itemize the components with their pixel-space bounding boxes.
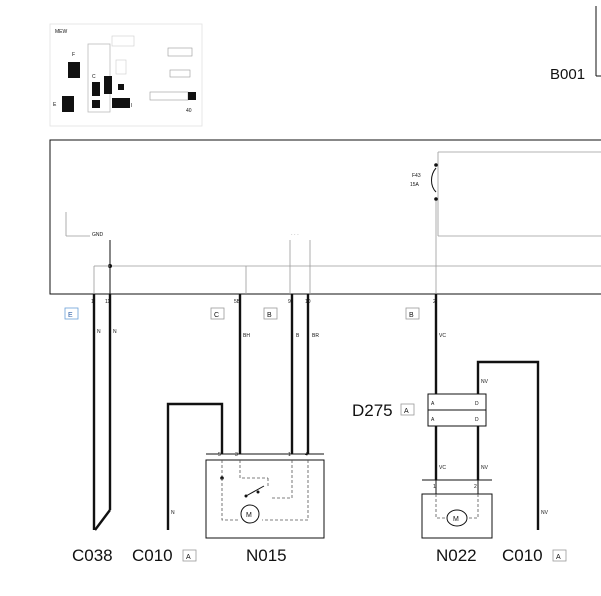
n015-pin-1: 1 <box>288 452 291 458</box>
label-c038: C038 <box>72 546 113 565</box>
svg-text:· · ·: · · · <box>291 232 299 238</box>
pin-1: 1 <box>91 299 94 305</box>
control-unit: GND · · · F43 15A <box>49 139 601 295</box>
locator-letter-c: C <box>92 74 96 80</box>
wire-color-vc-bottom: VC <box>439 465 446 471</box>
locator-letter-a: A <box>93 104 97 110</box>
locator-block-f <box>68 62 80 78</box>
d275-pin-d-top: D <box>475 401 479 407</box>
label-n015: N015 <box>246 546 287 565</box>
tag-e: E <box>68 312 73 319</box>
tag-c: C <box>214 312 219 319</box>
fuse-rating: 15A <box>410 182 420 188</box>
wire-color-n1: N <box>97 329 101 335</box>
n015-switch-contact <box>245 485 265 497</box>
label-c010-right: C010 <box>502 546 543 565</box>
pin-9: 9 <box>288 299 291 305</box>
fuse-symbol <box>431 167 437 193</box>
wire-color-n-c010: N <box>171 510 175 516</box>
wire-color-br: BR <box>312 333 319 339</box>
wire-n-c010 <box>166 402 224 530</box>
ground-label: GND <box>92 232 104 238</box>
tag-b1: B <box>267 312 272 319</box>
component-d275-label: D275 <box>352 401 393 420</box>
tag-b2: B <box>409 312 414 319</box>
wires: N N BH B BR N VC NV NV VC NV <box>92 294 549 531</box>
n015-pin-4: 4 <box>305 452 308 458</box>
component-n022: 1 2 M <box>421 479 493 539</box>
wire-color-vc-top: VC <box>439 333 446 339</box>
control-unit-pins: 1 11 5B 9 10 2 <box>91 299 436 305</box>
locator-thumbnail: MEW F E C A I 40 <box>49 23 203 127</box>
tag-c010-left: A <box>186 554 191 561</box>
locator-letter-e: E <box>53 102 57 108</box>
d275-pin-a-bottom: A <box>431 417 435 423</box>
n022-pin-2: 2 <box>474 484 477 490</box>
n015-motor-label: M <box>246 512 252 519</box>
locator-title: MEW <box>55 29 68 35</box>
wire-color-bh: BH <box>243 333 250 339</box>
d275-pin-a-top: A <box>431 401 435 407</box>
wire-color-nv-bottom: NV <box>481 465 489 471</box>
control-unit-outline <box>49 139 601 295</box>
wire-color-n2: N <box>113 329 117 335</box>
wire-color-nv-top: NV <box>481 379 489 385</box>
wire-color-nv-c010: NV <box>541 510 549 516</box>
n022-motor-label: M <box>453 516 459 523</box>
locator-letter-f: F <box>72 52 75 58</box>
n015-motor-icon <box>240 504 260 524</box>
bottom-labels: C038 C010 A N015 N022 C010 A <box>72 546 567 565</box>
wire-nv-c010 <box>476 360 540 530</box>
n022-pin-1: 1 <box>433 484 436 490</box>
component-b001-box <box>595 6 601 77</box>
locator-block-e <box>62 96 74 112</box>
n015-outline <box>205 459 325 539</box>
d275-pin-d-bottom: D <box>475 417 479 423</box>
fuse-code: F43 <box>412 173 421 179</box>
wire-color-b: B <box>296 333 300 339</box>
component-b001-label: B001 <box>550 66 585 83</box>
pin-11: 11 <box>105 299 110 305</box>
connector-tags: E C B B <box>64 307 420 320</box>
tag-c010-right: A <box>556 554 561 561</box>
component-n015: 5 3 1 4 M <box>205 452 325 539</box>
locator-letter-i: I <box>131 103 132 109</box>
label-n022: N022 <box>436 546 477 565</box>
locator-code: 40 <box>186 108 192 114</box>
pin-5b: 5B <box>234 299 241 305</box>
connector-d275: D275 A A D A D <box>352 393 487 427</box>
pin-2: 2 <box>433 299 436 305</box>
n022-motor-icon <box>446 509 468 527</box>
n015-pin-5: 5 <box>218 452 221 458</box>
n015-pin-3: 3 <box>235 452 238 458</box>
tag-d275: A <box>404 408 409 415</box>
label-c010-left: C010 <box>132 546 173 565</box>
